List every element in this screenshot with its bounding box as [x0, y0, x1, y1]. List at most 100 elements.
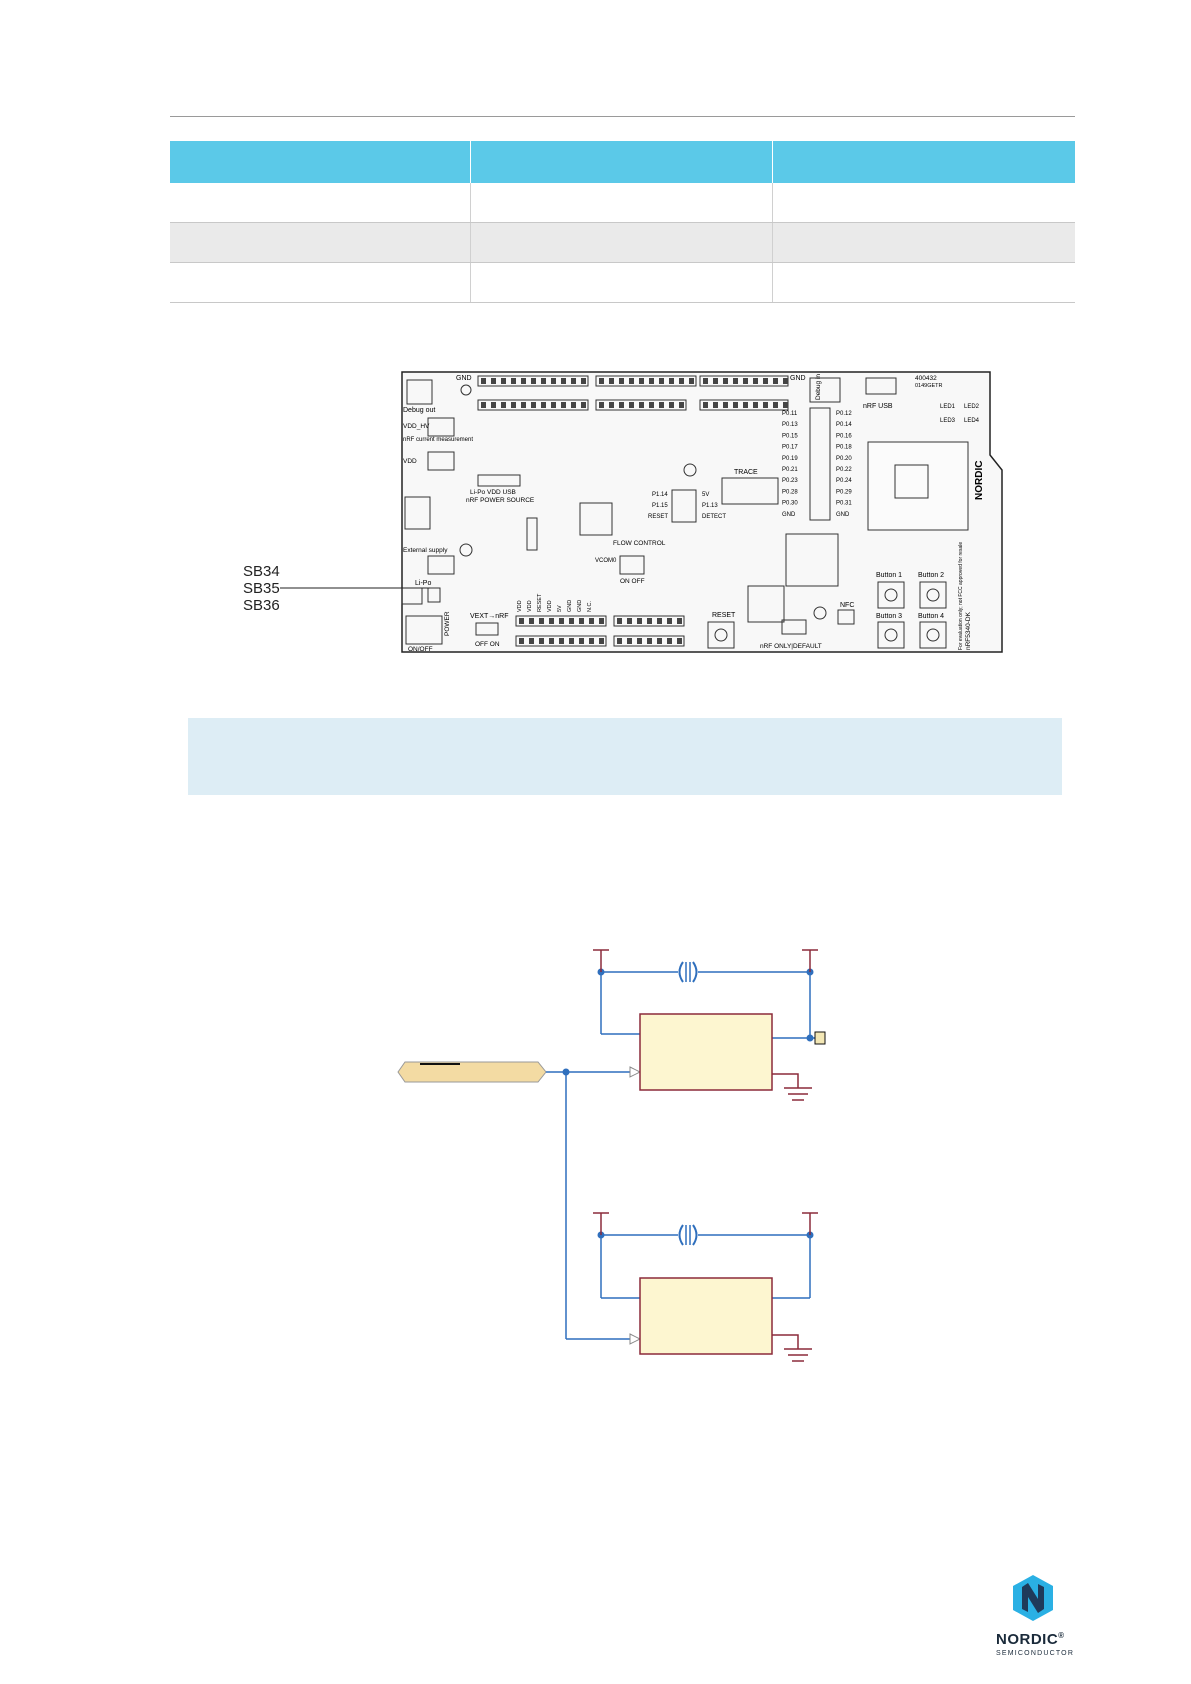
label-vdd-hv: VDD_HV [403, 423, 430, 430]
pin [551, 378, 556, 384]
chip-u2 [579, 502, 613, 536]
button-4-cap [926, 628, 940, 642]
callout-sb35: SB35 [243, 580, 280, 597]
header-p3 [671, 489, 697, 523]
pin [763, 402, 768, 408]
pin [569, 638, 574, 644]
pin [579, 638, 584, 644]
pin [519, 618, 524, 624]
pin [679, 378, 684, 384]
pin [659, 378, 664, 384]
pin [783, 402, 788, 408]
label-on-off: ON/OFF [408, 646, 433, 653]
pin [669, 402, 674, 408]
nrf-only-switch [781, 619, 807, 635]
nordic-logo-subtext: SEMICONDUCTOR [996, 1650, 1075, 1657]
label-eval-note: For evaluation only; not FCC approved fo… [958, 542, 964, 650]
pin [627, 618, 632, 624]
pin [511, 402, 516, 408]
right-pin-label: P0.23 [782, 478, 798, 484]
pin [639, 378, 644, 384]
label-on-off-2: ON OFF [620, 578, 645, 585]
label-detect: DETECT [702, 514, 726, 520]
label-nrf-only-default: nRF ONLY|DEFAULT [760, 643, 822, 650]
data-table [170, 141, 1075, 303]
bottom-pin-label: VDD [527, 600, 533, 612]
label-debug-out: Debug out [403, 407, 435, 414]
pin [581, 402, 586, 408]
pin [541, 402, 546, 408]
pin [521, 378, 526, 384]
header-bottom-2 [613, 615, 685, 627]
table-cell [170, 262, 470, 303]
capacitor-plate [678, 961, 684, 983]
capacitor-plate [678, 1224, 684, 1246]
pin [559, 638, 564, 644]
right-pin-label: P0.22 [836, 467, 852, 473]
pin [743, 402, 748, 408]
pin [599, 618, 604, 624]
table-cell [469, 183, 772, 223]
label-lipo: Li-Po [415, 580, 431, 587]
lipo-jumper [427, 587, 441, 603]
right-pin-label: P0.21 [782, 467, 798, 473]
chip-u4 [747, 585, 785, 623]
pin [677, 638, 682, 644]
right-pin-label: P0.18 [836, 445, 852, 451]
capacitor-plate [692, 1224, 698, 1246]
pin [579, 618, 584, 624]
ground-wire [772, 1334, 799, 1349]
debug-out-header [406, 379, 433, 405]
right-pin-label: P0.24 [836, 478, 852, 484]
pin [529, 618, 534, 624]
pin [559, 618, 564, 624]
right-pin-label: GND [836, 512, 850, 518]
table-header-cell [469, 141, 772, 183]
pin [589, 638, 594, 644]
label-button4: Button 4 [918, 613, 944, 620]
pin [627, 638, 632, 644]
table-row [170, 262, 1075, 303]
label-power: POWER [444, 611, 451, 636]
label-reset: RESET [712, 612, 736, 619]
pin [733, 402, 738, 408]
power-source-switch [477, 474, 521, 487]
label-gnd-top-right: GND [790, 375, 806, 382]
right-pin-label: P0.15 [782, 433, 798, 439]
pin [783, 378, 788, 384]
pin [733, 378, 738, 384]
pin [647, 618, 652, 624]
usb-connector-left [404, 496, 431, 530]
table-cell [469, 262, 772, 303]
right-pin-label: P0.29 [836, 489, 852, 495]
label-led4: LED4 [964, 418, 980, 424]
reset-button-cap [714, 628, 728, 642]
debug-in-header [809, 377, 841, 403]
label-vdd: VDD [403, 458, 417, 465]
pin [549, 618, 554, 624]
pin [571, 402, 576, 408]
pin [657, 638, 662, 644]
label-button3: Button 3 [876, 613, 902, 620]
header-bottom-1 [515, 615, 607, 627]
table-row [170, 222, 1075, 263]
label-nrf-power-source: nRF POWER SOURCE [466, 497, 535, 504]
pin [539, 638, 544, 644]
pin [609, 402, 614, 408]
junction-dot [806, 1034, 814, 1042]
bottom-pin-label: VDD [547, 600, 553, 612]
pin [589, 618, 594, 624]
table-cell [771, 183, 1075, 223]
label-off-on: OFF ON [475, 641, 500, 648]
pin [723, 402, 728, 408]
flow-control-switch [619, 555, 645, 575]
right-pin-label: P0.11 [782, 411, 798, 417]
callout-sb36: SB36 [243, 597, 280, 614]
label-external-supply: External supply [403, 547, 448, 554]
pin [773, 402, 778, 408]
right-pin-label: P0.13 [782, 422, 798, 428]
ground-wire [772, 1073, 799, 1088]
pin [637, 638, 642, 644]
pin [529, 638, 534, 644]
ic-block-top [639, 1013, 773, 1091]
